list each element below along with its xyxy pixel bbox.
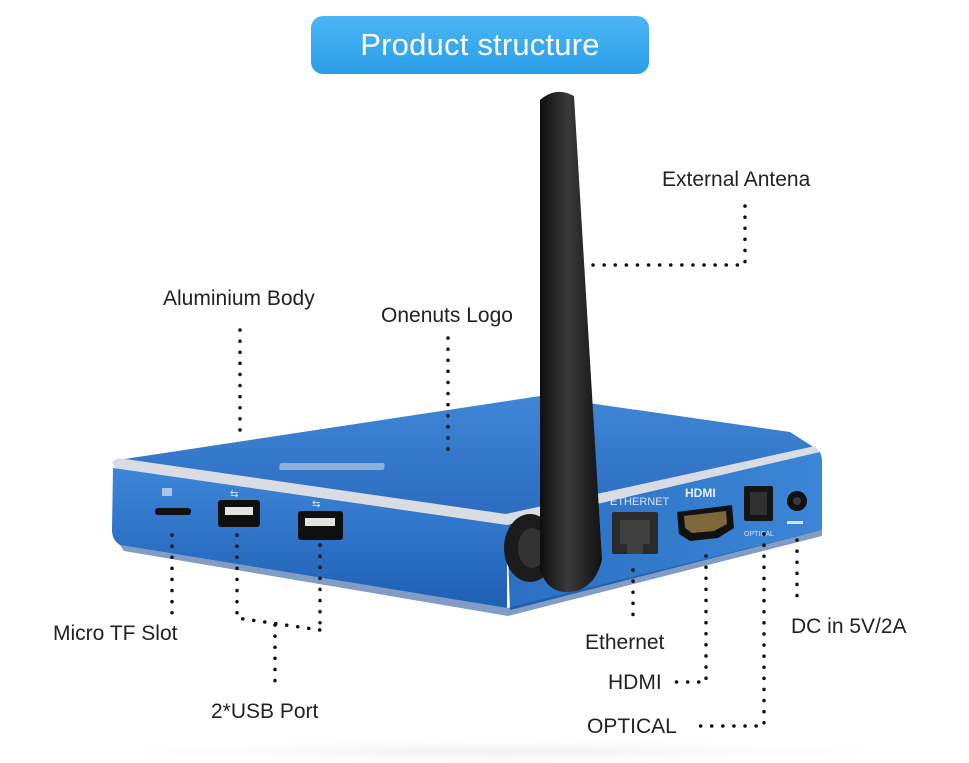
page-title: Product structure (311, 16, 649, 74)
label-onenuts-logo: Onenuts Logo (381, 304, 513, 327)
device-chamfer (112, 446, 820, 526)
label-external-antena: External Antena (662, 168, 811, 191)
label-optical: OPTICAL (587, 715, 677, 738)
leader-lines (170, 201, 799, 728)
optical-port-text: OPTICAL (744, 531, 774, 538)
label-micro-tf-slot: Micro TF Slot (53, 622, 178, 645)
antenna (540, 91, 602, 593)
ethernet-port-text: ETHERNET (610, 496, 670, 508)
hdmi-port-text: HDMI (685, 486, 716, 500)
svg-text:⇆: ⇆ (230, 489, 238, 500)
floor-shadow (120, 740, 880, 763)
micro-tf-slot (155, 508, 191, 515)
onenuts-logo (279, 463, 385, 470)
svg-text:⇆: ⇆ (312, 499, 320, 510)
label-usb-port: 2*USB Port (211, 700, 319, 723)
label-aluminium-body: Aluminium Body (163, 287, 315, 310)
label-ethernet: Ethernet (585, 631, 665, 654)
label-hdmi: HDMI (608, 671, 662, 694)
label-dc-in: DC in 5V/2A (791, 615, 907, 638)
